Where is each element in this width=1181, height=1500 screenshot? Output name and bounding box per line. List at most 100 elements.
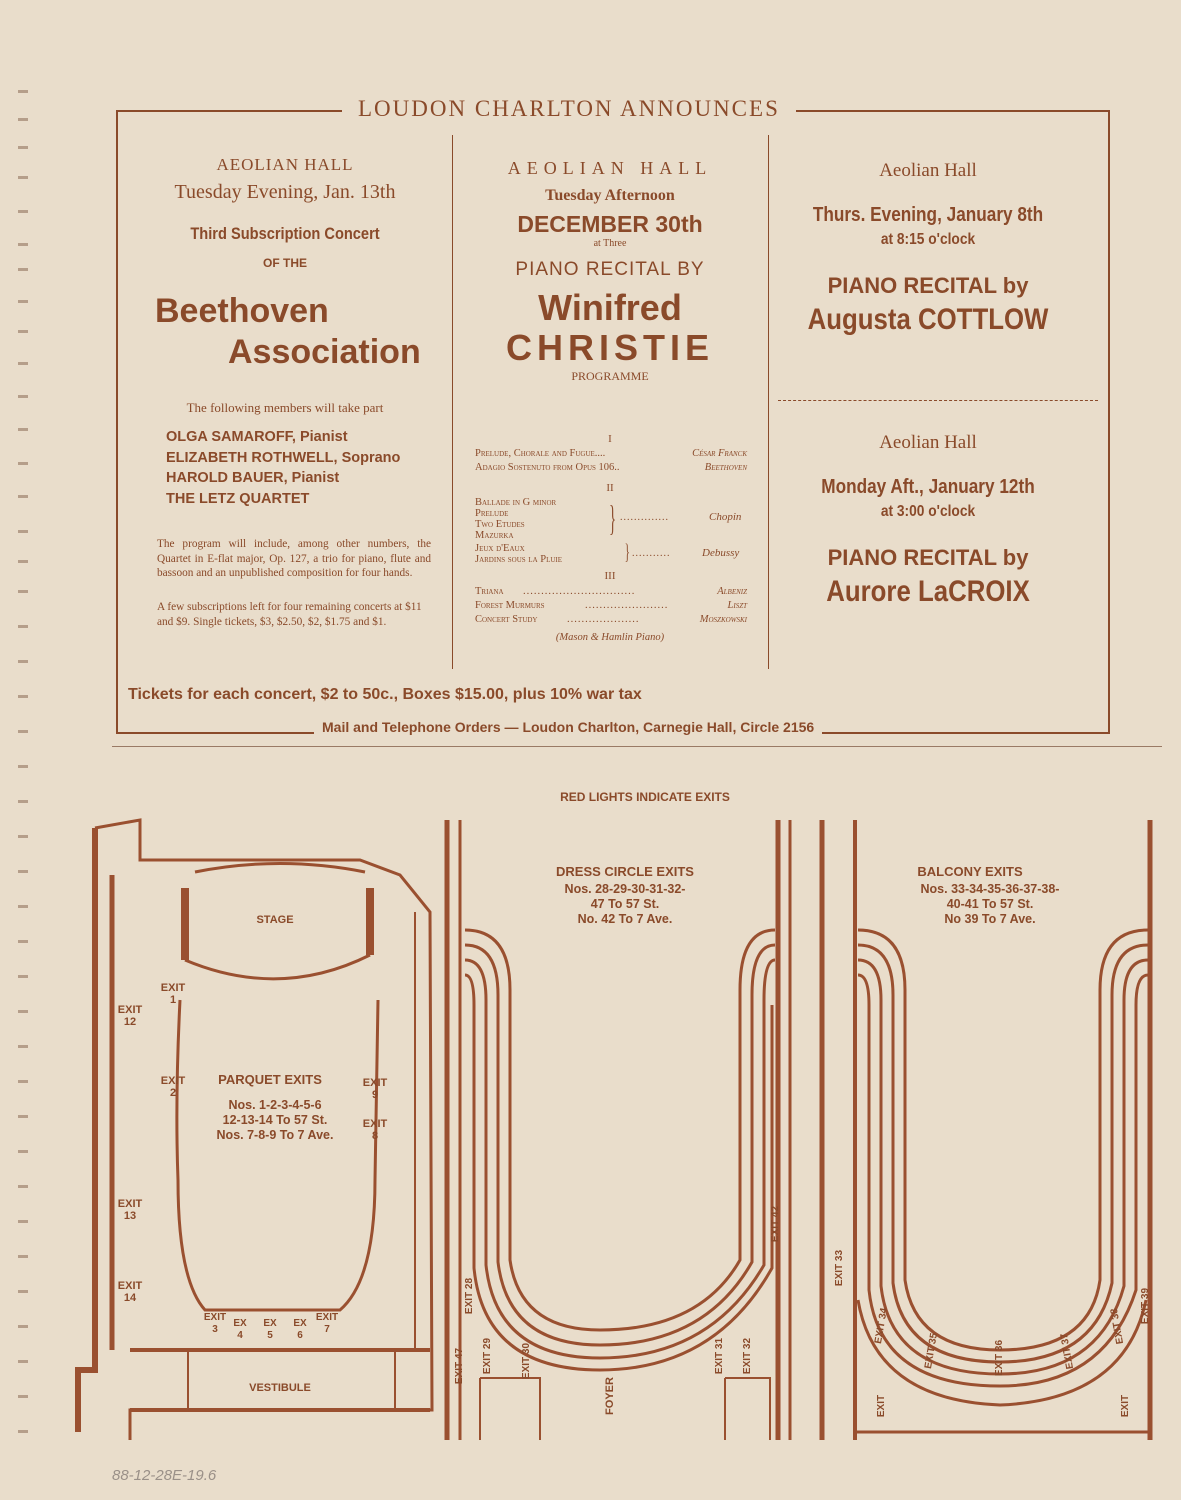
col3-top: Aeolian Hall Thurs. Evening, January 8th… bbox=[772, 160, 1084, 337]
dress-rows bbox=[464, 973, 774, 1372]
dress-lines: Nos. 28-29-30-31-32- 47 To 57 St. No. 42… bbox=[530, 882, 720, 927]
col2-date: DECEMBER 30th bbox=[517, 211, 703, 237]
parquet-line: Nos. 7-8-9 To 7 Ave. bbox=[216, 1128, 334, 1142]
col2-day: Tuesday Afternoon bbox=[545, 187, 675, 204]
exit-label: EXIT 42 bbox=[770, 1205, 781, 1243]
col1-members-intro: The following members will take part bbox=[186, 400, 384, 415]
catalog-mark: 88-12-28E-19.6 bbox=[112, 1467, 217, 1484]
dress-line: Nos. 28-29-30-31-32- bbox=[564, 882, 686, 896]
col1: AEOLIAN HALL Tuesday Evening, Jan. 13th … bbox=[125, 155, 445, 270]
work: Prelude bbox=[475, 508, 509, 519]
exit-label: EXIT 37 bbox=[1058, 1332, 1077, 1370]
col3-artist1: Augusta COTTLOW bbox=[807, 303, 1049, 336]
leader-dots: .............. bbox=[620, 512, 669, 523]
column-divider bbox=[452, 135, 453, 669]
parquet-west-wall bbox=[75, 828, 98, 1432]
composer: César Franck bbox=[692, 448, 747, 459]
work: Jeux d'Eaux bbox=[475, 543, 525, 554]
parquet-seating bbox=[175, 999, 380, 1312]
prog-line: Prelude, Chorale and Fugue....César Fran… bbox=[475, 448, 747, 459]
balcony-rows bbox=[857, 958, 1149, 1376]
stage-label: STAGE bbox=[256, 914, 294, 926]
col2-last-name: CHRISTIE bbox=[505, 327, 714, 368]
tickets-line: Tickets for each concert, $2 to 50c., Bo… bbox=[128, 686, 642, 703]
composer: Debussy bbox=[702, 547, 740, 559]
col3-date1: Thurs. Evening, January 8th bbox=[812, 204, 1044, 226]
vestibule-label: VESTIBULE bbox=[249, 1382, 311, 1394]
col2: AEOLIAN HALL Tuesday Afternoon DECEMBER … bbox=[460, 158, 760, 384]
exit-label: EXIT 31 bbox=[714, 1337, 725, 1375]
debussy-group: Jeux d'Eaux Jardins sous la Pluie bbox=[475, 543, 562, 565]
prog-line: Forest Murmurs.......................Lis… bbox=[475, 600, 747, 611]
prog-section-3: III bbox=[604, 570, 616, 582]
col1-subscription-note: A few subscriptions left for four remain… bbox=[157, 601, 422, 628]
composer: Albeniz bbox=[717, 586, 747, 597]
exit-label: EXIT 39 bbox=[1140, 1287, 1151, 1325]
balcony-title: BALCONY EXITS bbox=[917, 864, 1023, 879]
leader-dots: ........... bbox=[632, 548, 671, 559]
col1-subtitle: Third Subscription Concert bbox=[190, 224, 380, 243]
col2-time: at Three bbox=[593, 238, 627, 249]
brace: } bbox=[609, 498, 617, 538]
parquet-line: 12-13-14 To 57 St. bbox=[222, 1113, 328, 1127]
exit-label: EXIT 38 bbox=[1108, 1307, 1127, 1345]
section-divider bbox=[112, 746, 1162, 747]
exit-label: EXIT 47 bbox=[454, 1347, 465, 1385]
exit-label: EXIT 30 bbox=[521, 1342, 532, 1380]
col1-org-line1: Beethoven bbox=[155, 292, 329, 330]
announcement-title: LOUDON CHARLTON ANNOUNCES bbox=[342, 96, 796, 122]
col3-venue1: Aeolian Hall bbox=[879, 160, 977, 181]
balcony-rows bbox=[857, 973, 1149, 1388]
exit-label: EXIT 35 bbox=[922, 1332, 941, 1370]
col2-recital: PIANO RECITAL BY bbox=[515, 259, 705, 280]
composer: Chopin bbox=[709, 511, 742, 523]
col1-venue: AEOLIAN HALL bbox=[216, 155, 354, 174]
dress-stair-right bbox=[724, 1377, 771, 1440]
balcony-line: No 39 To 7 Ave. bbox=[944, 912, 1036, 926]
dress-stair-left bbox=[479, 1377, 541, 1440]
col3-recital1: PIANO RECITAL by bbox=[827, 273, 1029, 298]
work: Forest Murmurs bbox=[475, 600, 545, 611]
stage-top bbox=[194, 862, 366, 874]
prog-section-2: II bbox=[606, 482, 614, 494]
composer: Beethoven bbox=[704, 462, 747, 473]
exit-label: EXIT 29 bbox=[482, 1337, 493, 1375]
chopin-group: Ballade in G minor Prelude Two Etudes Ma… bbox=[475, 497, 556, 541]
parquet-line: Nos. 1-2-3-4-5-6 bbox=[228, 1098, 322, 1112]
prog-line: Adagio Sostenuto from Opus 106..Beethove… bbox=[475, 462, 747, 473]
balcony-rows bbox=[857, 943, 1149, 1364]
dress-rows bbox=[464, 943, 776, 1347]
exit-label: EXIT 32 bbox=[742, 1337, 753, 1375]
work: Triana bbox=[475, 586, 504, 597]
balcony-line: 40-41 To 57 St. bbox=[946, 897, 1034, 911]
prog-line: Triana...............................Alb… bbox=[475, 586, 747, 597]
member: HAROLD BAUER, Pianist bbox=[166, 470, 340, 486]
col3-recital2: PIANO RECITAL by bbox=[827, 545, 1029, 570]
col1-date: Tuesday Evening, Jan. 13th bbox=[174, 181, 396, 203]
dress-rows bbox=[464, 958, 776, 1360]
col2-venue: AEOLIAN HALL bbox=[507, 158, 713, 178]
prog-line: Concert Study....................Moszkow… bbox=[475, 614, 747, 625]
exit-label: EXIT bbox=[876, 1394, 887, 1418]
balcony-lines: Nos. 33-34-35-36-37-38- 40-41 To 57 St. … bbox=[885, 882, 1095, 927]
column-divider bbox=[768, 135, 769, 669]
col3-date2: Monday Aft., January 12th bbox=[821, 476, 1035, 498]
col1-members: OLGA SAMAROFF, Pianist ELIZABETH ROTHWEL… bbox=[166, 427, 400, 509]
vestibule-stairs bbox=[187, 1352, 396, 1408]
balcony-rows bbox=[857, 928, 1149, 1352]
member: OLGA SAMAROFF, Pianist bbox=[166, 429, 348, 445]
member: ELIZABETH ROTHWELL, Soprano bbox=[166, 449, 401, 466]
parquet-lines: Nos. 1-2-3-4-5-6 12-13-14 To 57 St. Nos.… bbox=[190, 1098, 360, 1143]
vestibule-box bbox=[130, 1348, 430, 1412]
work: Jardins sous la Pluie bbox=[475, 554, 563, 565]
exit-label: EXIT 34 bbox=[872, 1307, 891, 1345]
